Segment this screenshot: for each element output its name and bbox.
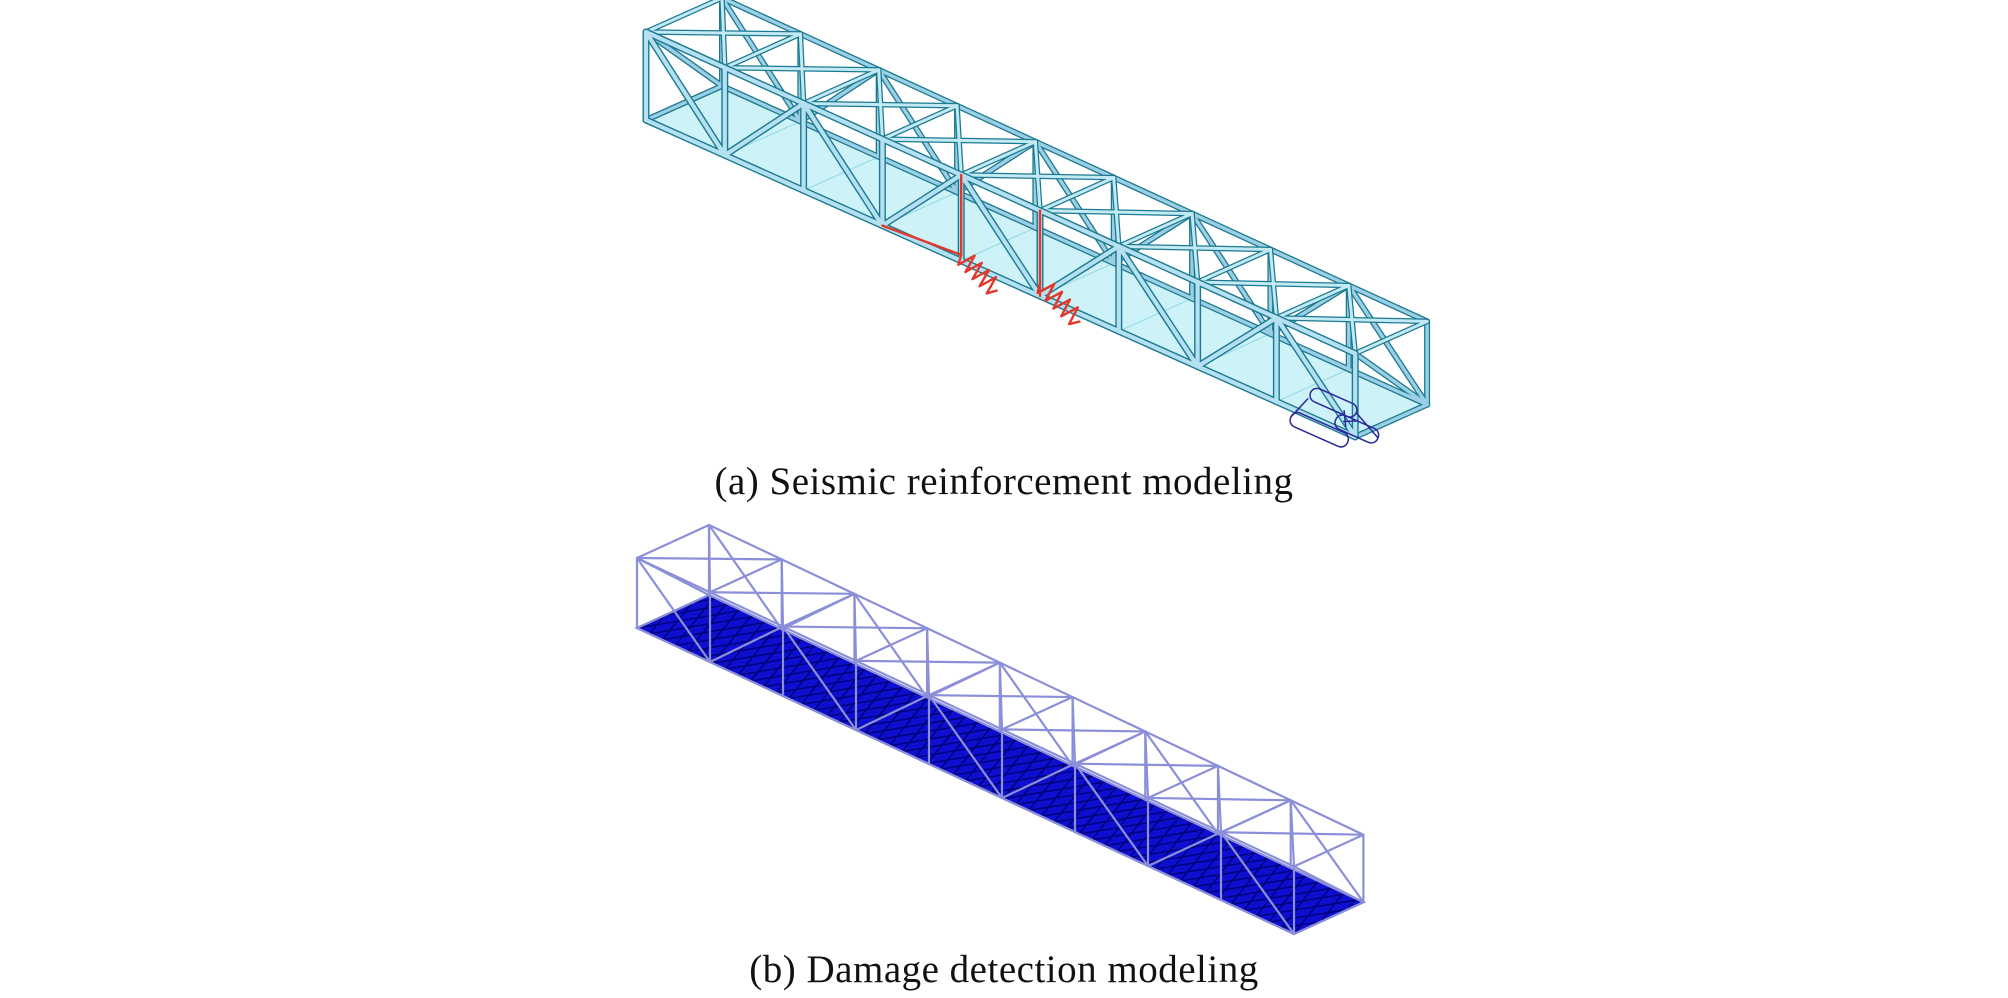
model-a-roof-bracing-faces bbox=[644, 0, 1429, 356]
model-a-seismic-reinforcement bbox=[642, 0, 1431, 448]
caption-a: (a) Seismic reinforcement modeling bbox=[714, 460, 1294, 503]
caption-b: (b) Damage detection modeling bbox=[749, 948, 1259, 991]
model-b-roof-bracing bbox=[635, 523, 1365, 868]
model-a-bearing-wireframe bbox=[1289, 387, 1380, 448]
model-b-deck bbox=[634, 593, 1366, 936]
model-a-damper-springs bbox=[881, 173, 1081, 326]
model-b-damage-detection bbox=[634, 523, 1366, 936]
model-b-near-truss bbox=[635, 556, 1296, 936]
model-a-near-truss-faces bbox=[643, 29, 1358, 439]
